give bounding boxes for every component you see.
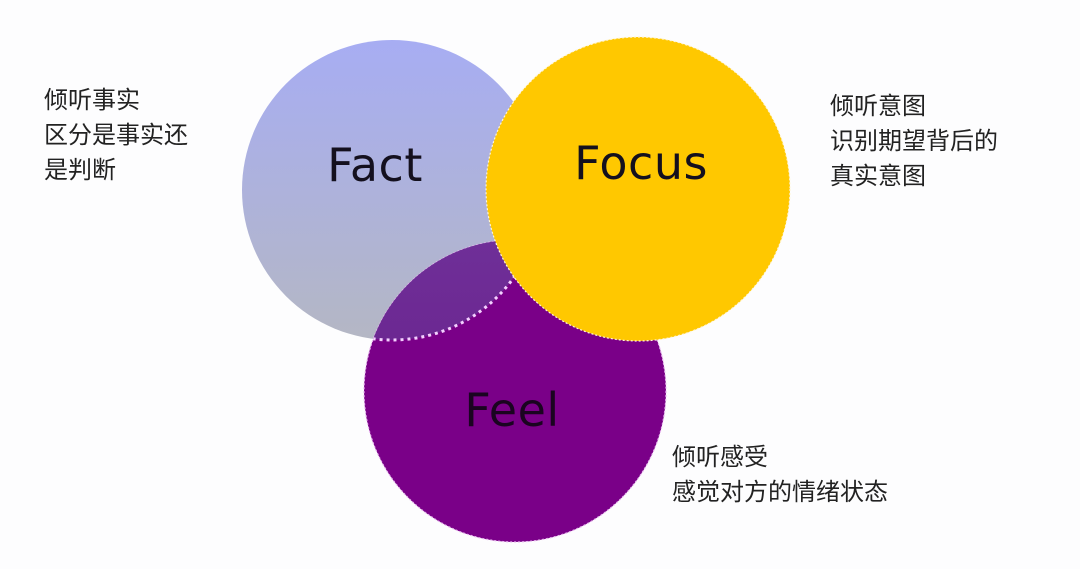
focus-note-line: 倾听意图 (830, 92, 926, 120)
feel-note: 倾听感受 感觉对方的情绪状态 (672, 440, 888, 510)
fact-note-line: 倾听事实 (44, 86, 140, 114)
focus-note: 倾听意图 识别期望背后的 真实意图 (830, 89, 998, 194)
fact-note-line: 区分是事实还 (44, 121, 188, 149)
fact-label: Fact (327, 138, 423, 192)
feel-note-line: 感觉对方的情绪状态 (672, 478, 888, 506)
focus-note-line: 识别期望背后的 (830, 127, 998, 155)
fact-note-line: 是判断 (44, 156, 116, 184)
feel-note-line: 倾听感受 (672, 443, 768, 471)
focus-note-line: 真实意图 (830, 162, 926, 190)
feel-label: Feel (464, 383, 560, 437)
fact-note: 倾听事实 区分是事实还 是判断 (44, 83, 188, 188)
focus-circle (485, 36, 791, 342)
fact-feel-overlap (364, 240, 542, 340)
focus-label: Focus (574, 136, 708, 190)
